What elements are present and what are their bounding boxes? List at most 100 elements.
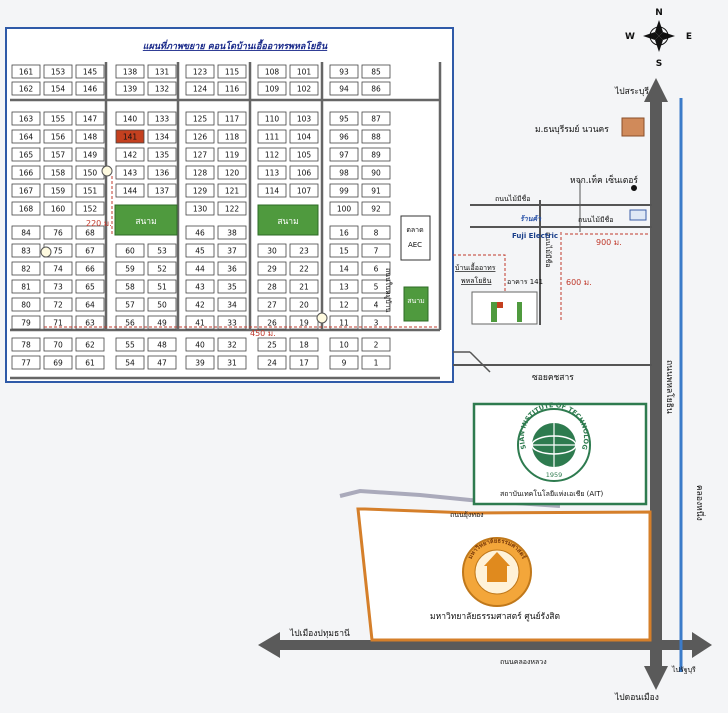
lot-123 <box>185 64 215 79</box>
lot-label-86: 86 <box>371 85 381 94</box>
lot-label-20: 20 <box>299 301 309 310</box>
lot-label-73: 73 <box>53 283 63 292</box>
lot-label-132: 132 <box>155 85 170 94</box>
lot-135 <box>147 147 177 162</box>
lot-102 <box>289 81 319 96</box>
lot-168 <box>11 201 41 216</box>
lot-label-53: 53 <box>157 247 167 256</box>
lot-label-13: 13 <box>339 283 349 292</box>
compass: N S E W <box>625 8 692 69</box>
lot-label-66: 66 <box>85 265 95 274</box>
market-label-2: AEC <box>408 241 422 249</box>
lot-label-136: 136 <box>155 169 170 178</box>
lot-label-109: 109 <box>265 85 280 94</box>
lot-label-74: 74 <box>53 265 63 274</box>
lot-38 <box>217 225 247 240</box>
lot-142 <box>115 147 145 162</box>
lot-119 <box>217 147 247 162</box>
lot-100 <box>329 201 359 216</box>
lot-32 <box>217 337 247 352</box>
lot-133 <box>147 111 177 126</box>
baan-eua-green-2 <box>517 302 522 322</box>
lot-label-14: 14 <box>339 265 349 274</box>
baan-eua-target <box>497 302 503 308</box>
lot-label-25: 25 <box>267 341 277 350</box>
baan-eua-line2: พหลโยธิน <box>461 276 492 285</box>
baan-eua-green <box>491 302 497 322</box>
lot-146 <box>75 81 105 96</box>
lot-91 <box>361 183 391 198</box>
lot-label-37: 37 <box>227 247 237 256</box>
lot-label-82: 82 <box>21 265 31 274</box>
lot-label-49: 49 <box>157 319 167 328</box>
lot-label-131: 131 <box>155 68 170 77</box>
lot-label-98: 98 <box>339 169 349 178</box>
lot-12 <box>329 297 359 312</box>
lot-label-39: 39 <box>195 359 205 368</box>
lot-label-155: 155 <box>51 115 66 124</box>
lot-label-104: 104 <box>297 133 312 142</box>
lot-37 <box>217 243 247 258</box>
lot-76 <box>43 225 73 240</box>
baan-eua-block <box>471 291 538 325</box>
lot-121 <box>217 183 247 198</box>
lot-19 <box>289 315 319 330</box>
lot-101 <box>289 64 319 79</box>
logo-store: ร้านค้า <box>520 215 542 223</box>
plan-title: แผนที่ภาพขยาย คอนโดบ้านเอื้ออาทรพหลโยธิน <box>143 39 328 52</box>
lot-97 <box>329 147 359 162</box>
lot-label-31: 31 <box>227 359 237 368</box>
lot-111 <box>257 129 287 144</box>
lot-72 <box>43 297 73 312</box>
lot-label-139: 139 <box>123 85 138 94</box>
lot-140 <box>115 111 145 126</box>
lot-70 <box>43 337 73 352</box>
lot-label-48: 48 <box>157 341 167 350</box>
lot-label-88: 88 <box>371 133 381 142</box>
lot-89 <box>361 147 391 162</box>
lot-label-160: 160 <box>51 205 66 214</box>
lot-49 <box>147 315 177 330</box>
lot-label-36: 36 <box>227 265 237 274</box>
lot-124 <box>185 81 215 96</box>
lot-114 <box>257 183 287 198</box>
lot-label-29: 29 <box>267 265 277 274</box>
lot-24 <box>257 355 287 370</box>
lot-label-21: 21 <box>299 283 309 292</box>
lot-label-50: 50 <box>157 301 167 310</box>
lot-30 <box>257 243 287 258</box>
lot-132 <box>147 81 177 96</box>
lot-9 <box>329 355 359 370</box>
lot-label-94: 94 <box>339 85 349 94</box>
lot-23 <box>289 243 319 258</box>
marker-left <box>40 246 52 258</box>
lot-label-148: 148 <box>83 133 98 142</box>
lot-label-129: 129 <box>193 187 208 196</box>
lot-label-102: 102 <box>297 85 312 94</box>
lot-label-80: 80 <box>21 301 31 310</box>
lot-label-112: 112 <box>265 151 280 160</box>
lot-label-46: 46 <box>195 229 205 238</box>
lot-151 <box>75 183 105 198</box>
lot-120 <box>217 165 247 180</box>
lot-label-41: 41 <box>195 319 205 328</box>
lot-85 <box>361 64 391 79</box>
lot-129 <box>185 183 215 198</box>
lot-42 <box>185 297 215 312</box>
lot-label-89: 89 <box>371 151 381 160</box>
lot-108 <box>257 64 287 79</box>
lot-81 <box>11 279 41 294</box>
compass-e: E <box>686 32 692 42</box>
lot-label-101: 101 <box>297 68 312 77</box>
compass-w: W <box>625 32 635 42</box>
lot-82 <box>11 261 41 276</box>
lot-label-44: 44 <box>195 265 205 274</box>
lot-87 <box>361 111 391 126</box>
lot-label-162: 162 <box>19 85 34 94</box>
field-2-label: สนาม <box>277 217 298 227</box>
lot-65 <box>75 279 105 294</box>
lot-label-157: 157 <box>51 151 66 160</box>
lot-162 <box>11 81 41 96</box>
lot-label-125: 125 <box>193 115 208 124</box>
